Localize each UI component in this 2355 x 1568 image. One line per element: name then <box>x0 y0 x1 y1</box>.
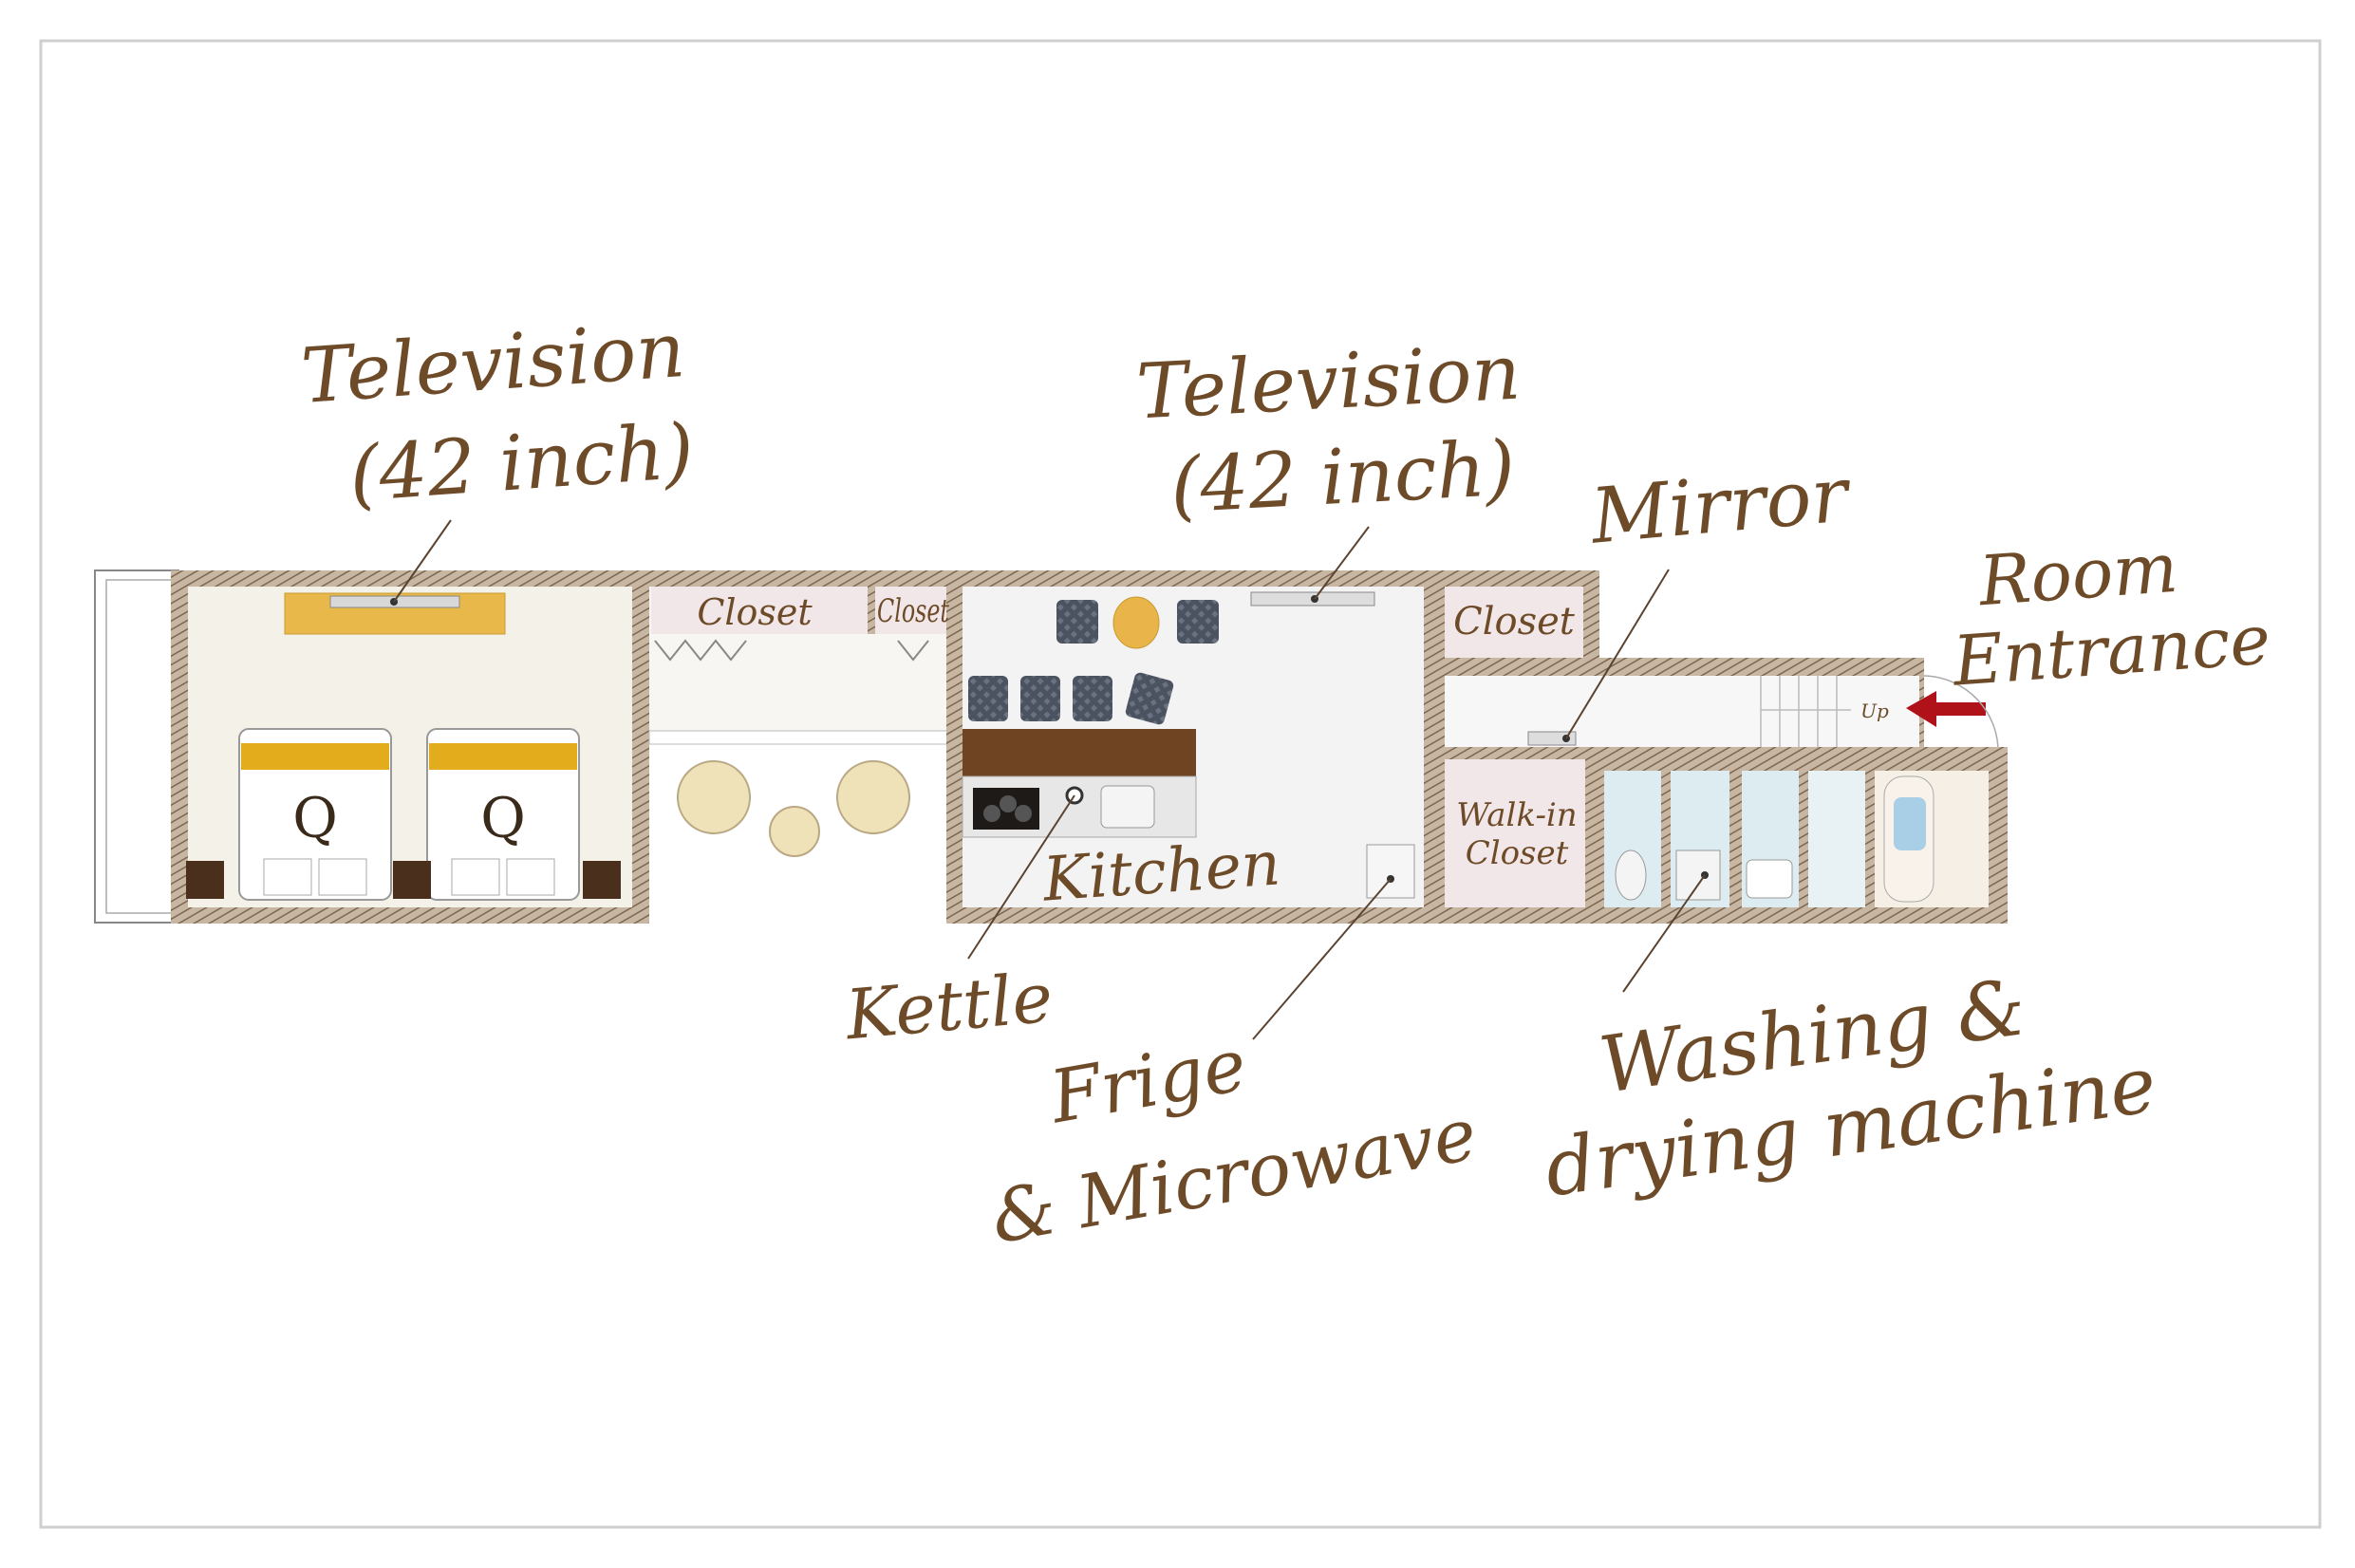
toilet-icon <box>1615 849 1647 901</box>
bath-strip: Walk-in Closet <box>1424 747 2008 924</box>
leader-line <box>967 794 1075 960</box>
lounge <box>677 760 910 857</box>
nightstand <box>583 861 621 899</box>
svg-text:Room: Room <box>1974 528 2180 622</box>
lounge-chair <box>836 760 910 834</box>
dining-chair <box>1056 600 1098 644</box>
entrance-hall: Up <box>1424 658 1999 756</box>
closet-1-label: Closet <box>697 591 813 633</box>
lounge-chair <box>677 760 751 834</box>
leader-line <box>1622 874 1706 993</box>
walk-in-closet-label-1: Walk-in <box>1456 796 1577 834</box>
washing-machine-icon <box>1675 849 1721 901</box>
bar-stool <box>968 676 1008 721</box>
sink-icon <box>1100 785 1155 829</box>
stairs <box>1760 676 1851 752</box>
walk-in-closet-label-2: Closet <box>1466 834 1569 872</box>
side-table <box>769 806 820 857</box>
leader-line <box>393 519 452 603</box>
nightstand <box>186 861 224 899</box>
svg-text:Television: Television <box>1134 327 1523 436</box>
leader-line <box>1252 878 1392 1040</box>
stairs-up-label: Up <box>1860 700 1889 722</box>
kitchen-living: Kitchen <box>946 570 1441 924</box>
nightstand <box>393 861 431 899</box>
svg-text:(42 inch): (42 inch) <box>1168 424 1517 531</box>
label-kettle: Kettle <box>841 958 1056 1055</box>
label-room-entrance: Room Entrance <box>1949 528 2273 701</box>
closet-2 <box>875 587 951 634</box>
sink-icon <box>1746 859 1793 899</box>
bed-1-label: Q <box>292 786 338 850</box>
fridge-icon <box>1366 844 1415 899</box>
kitchen-label: Kitchen <box>1040 829 1283 915</box>
mirror-icon <box>1527 731 1577 746</box>
bed-1: Q <box>238 728 392 901</box>
corridor: Closet <box>648 570 952 745</box>
bar-stool <box>1073 676 1112 721</box>
bed-2-label: Q <box>480 786 526 850</box>
shower-room <box>1808 771 1865 907</box>
bedroom: Q Q <box>171 570 649 924</box>
closet-3 <box>1445 587 1583 659</box>
bar-stool <box>1125 672 1174 725</box>
arrow-left-icon <box>1906 691 1986 727</box>
closet-2-label: Closet <box>877 592 949 630</box>
leader-line <box>1314 526 1370 600</box>
closet-1 <box>651 587 868 634</box>
balcony <box>94 569 179 924</box>
dining-table <box>1112 596 1160 649</box>
dining-chair <box>1177 600 1219 644</box>
counter <box>963 729 1196 776</box>
walk-in-closet <box>1445 759 1585 907</box>
closet-3-label: Closet <box>1453 600 1576 644</box>
bed-2: Q <box>426 728 580 901</box>
label-tv-living: Television (42 inch) <box>1134 327 1523 530</box>
leader-line <box>1565 569 1670 739</box>
bar-stool <box>1020 676 1060 721</box>
